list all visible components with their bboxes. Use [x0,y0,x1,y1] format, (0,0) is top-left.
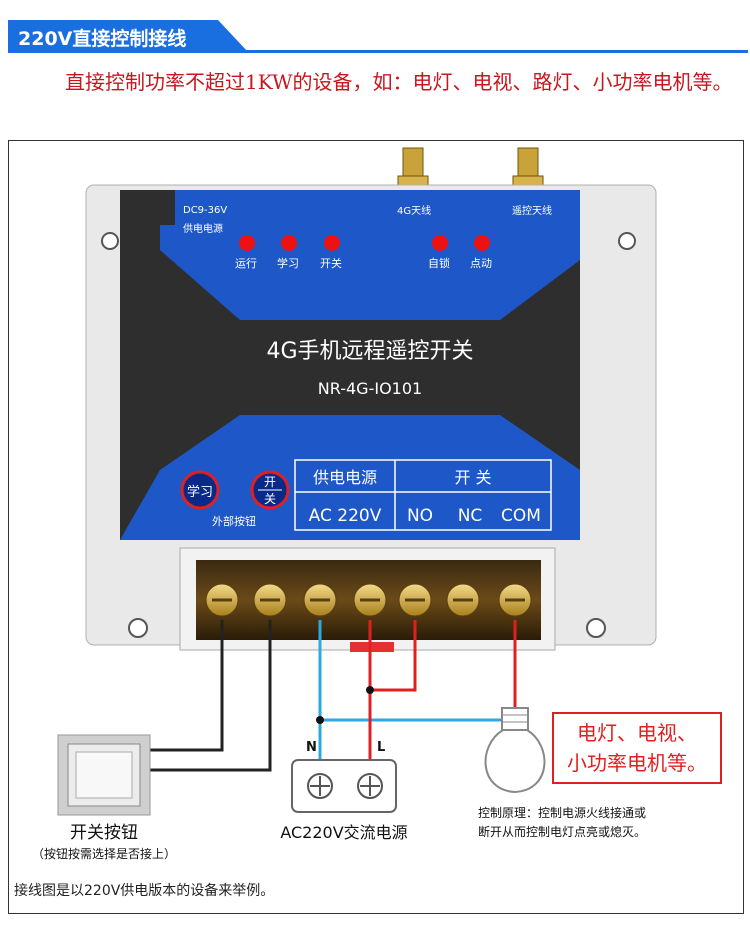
terminal-marker [350,642,394,652]
terminal-screws [205,583,532,617]
antenna-remote [512,147,544,187]
wall-switch-icon [57,734,151,816]
mount-hole [618,232,636,250]
ac-source-label: AC220V交流电源 [280,823,407,842]
intro-text: 直接控制功率不超过1KW的设备，如：电灯、电视、路灯、小功率电机等。 [65,70,733,94]
led-run-label: 运行 [235,257,257,270]
antenna-4g-label: 4G天线 [397,204,431,217]
junction-dot [316,716,324,724]
led-momentary [474,235,490,251]
external-buttons-label: 外部按钮 [212,514,256,528]
led-run [239,235,255,251]
terminal-no-label: NO [407,506,433,526]
switch-wire-1 [150,620,224,752]
learn-button: 学习 [180,470,220,510]
footnote: 接线图是以220V供电版本的设备来举例。 [14,883,275,899]
load-line-1: 电灯、电视、 [577,721,697,745]
terminal-com-label: COM [501,506,541,526]
diagram-frame [8,140,744,914]
ac-outlet-icon [291,759,397,813]
switch-button: 开 关 [250,470,290,510]
load-line-2: 小功率电机等。 [567,751,707,775]
neutral-label: N [306,740,317,755]
led-momentary-label: 点动 [470,257,492,270]
led-selflock [432,235,448,251]
switch-note: （按钮按需选择是否接上） [32,846,176,861]
led-learn-label: 学习 [277,256,299,270]
antenna-4g [397,147,429,187]
mount-hole [101,232,119,250]
led-switch-label: 开关 [320,256,342,270]
learn-button-label: 学习 [187,484,213,500]
switch-button-label-bottom: 关 [264,492,276,506]
header-tab [8,20,248,52]
junction-dot [366,686,374,694]
led-learn [281,235,297,251]
device-title: 4G手机远程遥控开关 [266,339,473,364]
live-label: L [377,740,385,755]
table-power-header: 供电电源 [313,468,377,487]
load-examples-box: 电灯、电视、 小功率电机等。 [552,712,722,784]
principle-line-1: 控制原理：控制电源火线接通或 [478,805,646,820]
table-switch-header: 开 关 [454,468,491,487]
terminal-nc-label: NC [458,506,483,526]
power-range-label: DC9-36V [183,205,227,216]
antenna-remote-label: 遥控天线 [512,204,552,217]
terminal-table [294,459,552,531]
header-underline [8,50,748,53]
device-model: NR-4G-IO101 [318,379,422,398]
principle-line-2: 断开从而控制电灯点亮或熄灭。 [478,824,646,839]
switch-wire-2 [150,620,272,772]
light-bulb-icon [484,707,546,794]
power-label: 供电电源 [183,222,223,235]
live-wire-to-no [370,620,417,692]
switch-button-label-top: 开 [264,475,276,489]
led-selflock-label: 自锁 [428,256,450,270]
table-power-value: AC 220V [309,506,382,526]
mount-hole [128,618,148,638]
mount-hole [586,618,606,638]
led-switch [324,235,340,251]
top-blue-panel [160,190,580,320]
switch-label: 开关按钮 [70,823,138,843]
bottom-blue-panel [120,415,580,540]
header-title: 220V直接控制接线 [18,28,187,50]
